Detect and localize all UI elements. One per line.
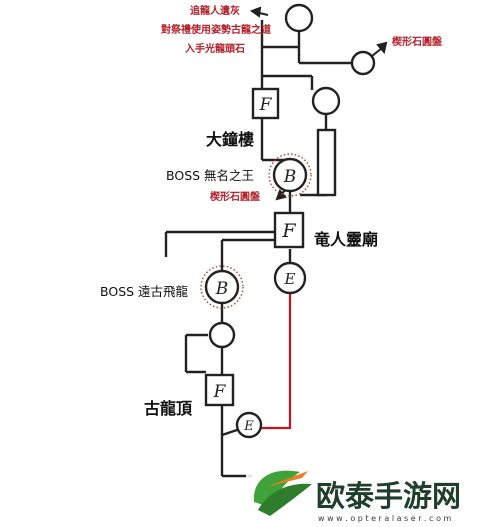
boss-node-nameless-king — [272, 157, 308, 193]
elevator-node-peak — [235, 411, 263, 439]
note-gesture: 對祭禮使用姿勢古龍之道 — [161, 23, 271, 36]
watermark-url: w w w . o p t e r a l a s e r . c o m — [318, 514, 452, 523]
label-dragon-shrine: 竜人靈廟 — [314, 230, 378, 249]
note-slab-boss: 楔形石圓盤 — [210, 190, 261, 203]
boss-node-ancient-wyvern — [204, 269, 240, 305]
waypoint-circles — [208, 3, 376, 349]
note-dragonhead-stone: 入手光龍頭石 — [185, 42, 245, 55]
boss-letter-1: B — [283, 167, 297, 187]
watermark-logo — [253, 470, 312, 516]
elevator-letter-1: E — [284, 270, 296, 288]
slab-arrow-icon — [376, 41, 388, 55]
logo-leaf-lower-icon — [258, 483, 312, 516]
elevator-nodes — [235, 261, 307, 439]
note-slab-top: 楔形石圓盤 — [392, 35, 443, 48]
logo-flame-icon — [266, 471, 308, 487]
slab-arrow-line — [371, 47, 383, 57]
bonfire-letter-2: F — [281, 220, 296, 242]
boss-glow-wyvern — [200, 265, 244, 309]
watermark-brand: 欧泰手游网 — [316, 479, 461, 513]
label-dragon-peak: 古龍頂 — [144, 399, 193, 418]
waypoint-slab — [350, 50, 376, 76]
bonfire-bell-tower — [251, 87, 280, 120]
bonfire-letter-1: F — [259, 95, 273, 115]
waypoint-bell-tower — [311, 86, 341, 116]
waypoint-top — [284, 3, 314, 33]
waypoint-lower — [208, 321, 236, 349]
boss-glow-nameless — [268, 153, 312, 197]
elevator-letter-2: E — [243, 419, 254, 434]
bonfire-letter-3: F — [213, 382, 227, 402]
boss-arrow-icon — [275, 189, 287, 201]
note-ashes: 追龍人遺灰 — [190, 4, 240, 17]
label-boss-nameless-king: BOSS 無名之王 — [166, 168, 254, 183]
label-boss-ancient-wyvern: BOSS 遠古飛龍 — [100, 284, 189, 299]
label-bell-tower: 大鐘樓 — [206, 130, 254, 149]
bonfire-dragon-shrine — [273, 211, 305, 249]
red-elevator-path — [259, 293, 292, 430]
top-arrow-icon — [249, 6, 262, 18]
boss-glows — [200, 153, 312, 309]
tower-block — [316, 128, 337, 197]
elevator-node-shrine — [273, 261, 307, 295]
bonfire-dragon-peak — [204, 373, 235, 407]
bonfire-nodes — [204, 87, 305, 407]
boss-nodes — [204, 157, 308, 305]
boss-letter-2: B — [215, 279, 229, 299]
